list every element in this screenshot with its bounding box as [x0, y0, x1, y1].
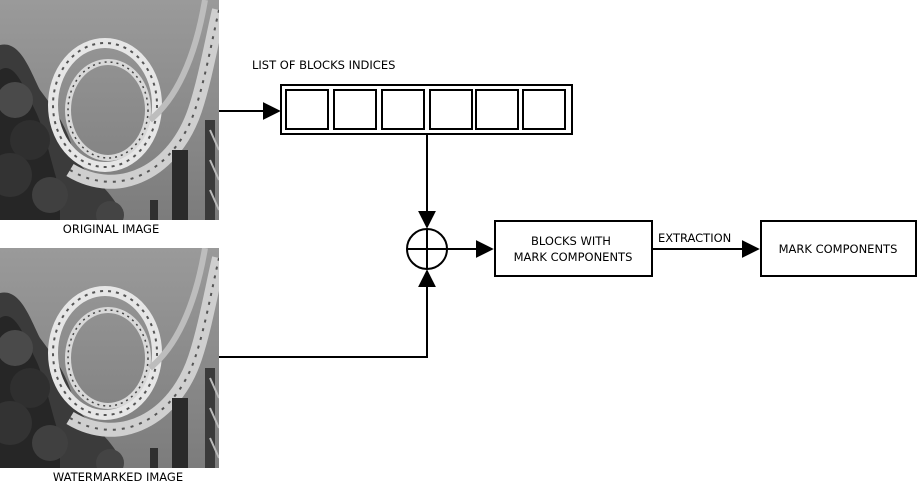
mark-components-label: MARK COMPONENTS	[779, 242, 898, 256]
watermarked-image-caption: WATERMARKED IMAGE	[53, 470, 183, 484]
block-cell	[476, 90, 518, 129]
blocks-box-line1: BLOCKS WITH	[531, 234, 611, 248]
mark-components-box: MARK COMPONENTS	[761, 221, 916, 276]
block-cell	[382, 90, 424, 129]
block-cell	[286, 90, 328, 129]
combiner-circle-plus-icon	[407, 229, 447, 269]
block-cell	[430, 90, 472, 129]
block-cell	[523, 90, 565, 129]
block-cell	[334, 90, 376, 129]
original-image-caption: ORIGINAL IMAGE	[63, 222, 159, 236]
block-list	[281, 85, 572, 134]
blocks-with-mark-box: BLOCKS WITH MARK COMPONENTS	[495, 221, 652, 276]
extraction-label: EXTRACTION	[658, 231, 731, 245]
watermarked-image	[0, 248, 219, 477]
arrow-watermarked-to-combiner	[219, 271, 427, 357]
original-image	[0, 0, 219, 229]
blocks-box-line2: MARK COMPONENTS	[514, 250, 633, 264]
block-list-title: LIST OF BLOCKS INDICES	[252, 58, 395, 72]
